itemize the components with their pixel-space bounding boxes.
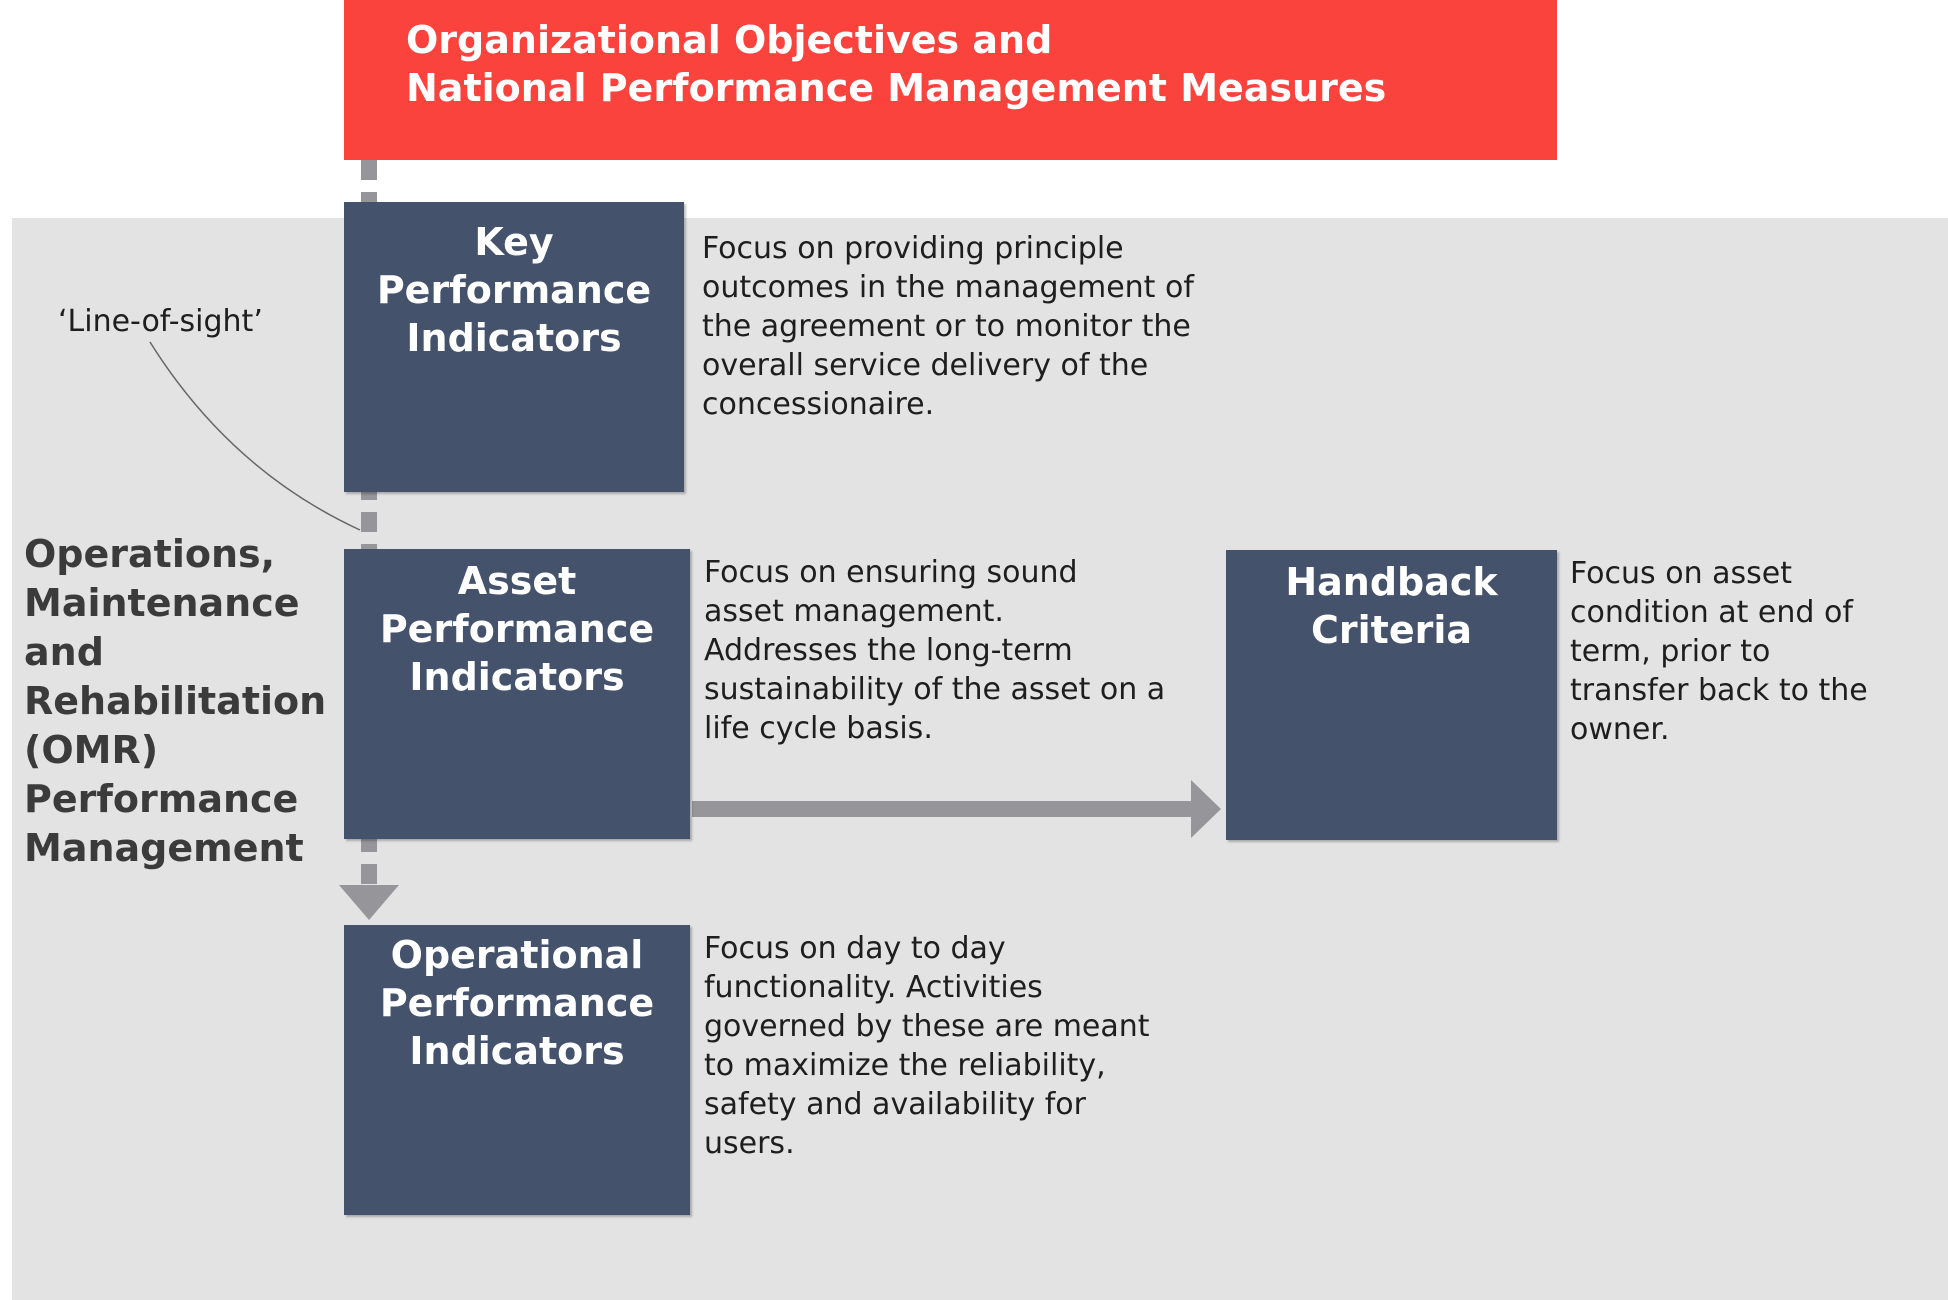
- kpi-description-line: Focus on providing principle: [702, 231, 1124, 266]
- handback-box: Handback Criteria: [1226, 550, 1557, 840]
- api-description-line: Addresses the long-term: [704, 633, 1073, 668]
- kpi-title-line: Indicators: [406, 316, 622, 360]
- line-of-sight-leader: [149, 341, 361, 531]
- handback-title-line: Handback: [1285, 560, 1498, 604]
- handback-title-line: Criteria: [1311, 608, 1472, 652]
- handback-title: Handback Criteria: [1226, 558, 1557, 654]
- header-title-line-2: National Performance Management Measures: [406, 66, 1387, 110]
- api-description-line: sustainability of the asset on a: [704, 672, 1166, 707]
- opi-description: Focus on day to day functionality. Activ…: [704, 929, 1150, 1163]
- opi-description-line: safety and availability for: [704, 1087, 1086, 1122]
- opi-description-line: Focus on day to day: [704, 931, 1006, 966]
- api-title-line: Asset: [457, 559, 577, 603]
- handback-description-line: owner.: [1570, 712, 1670, 747]
- kpi-title: Key Performance Indicators: [344, 218, 684, 362]
- opi-description-line: governed by these are meant: [704, 1009, 1150, 1044]
- opi-description-line: to maximize the reliability,: [704, 1048, 1106, 1083]
- omr-panel: [12, 218, 1948, 1300]
- line-of-sight-label: ‘Line-of-sight’: [58, 304, 263, 339]
- opi-title-line: Operational: [390, 933, 644, 977]
- opi-title-line: Performance: [379, 981, 655, 1025]
- handback-description-line: Focus on asset: [1570, 556, 1792, 591]
- kpi-description-line: overall service delivery of the: [702, 348, 1149, 383]
- side-label-line: Performance: [24, 777, 299, 821]
- api-description-line: asset management.: [704, 594, 1004, 629]
- opi-description-line: functionality. Activities: [704, 970, 1043, 1005]
- side-label-line: Management: [24, 826, 304, 870]
- side-label-line: Operations,: [24, 532, 276, 576]
- handback-description-line: condition at end of: [1570, 595, 1853, 630]
- opi-title: Operational Performance Indicators: [344, 931, 690, 1075]
- omr-performance-management-label: Operations, Maintenance and Rehabilitati…: [24, 530, 326, 873]
- kpi-description: Focus on providing principle outcomes in…: [702, 229, 1194, 424]
- handback-description-line: transfer back to the: [1570, 673, 1868, 708]
- kpi-title-line: Key: [474, 220, 554, 264]
- opi-title-line: Indicators: [409, 1029, 625, 1073]
- kpi-description-line: concessionaire.: [702, 387, 935, 422]
- opi-description-line: users.: [704, 1126, 795, 1161]
- handback-description-line: term, prior to: [1570, 634, 1771, 669]
- handback-arrowhead: [1191, 780, 1221, 838]
- api-description-line: Focus on ensuring sound: [704, 555, 1078, 590]
- side-label-line: (OMR): [24, 728, 159, 772]
- kpi-box: Key Performance Indicators: [344, 202, 684, 492]
- api-description-line: life cycle basis.: [704, 711, 933, 746]
- api-title-line: Indicators: [409, 655, 625, 699]
- api-description: Focus on ensuring sound asset management…: [704, 553, 1165, 748]
- kpi-description-line: outcomes in the management of: [702, 270, 1194, 305]
- kpi-description-line: the agreement or to monitor the: [702, 309, 1191, 344]
- side-label-line: Rehabilitation: [24, 679, 327, 723]
- api-title-line: Performance: [379, 607, 655, 651]
- header-title-line-1: Organizational Objectives and: [406, 18, 1053, 62]
- api-box: Asset Performance Indicators: [344, 549, 690, 839]
- handback-arrow-shaft: [692, 801, 1192, 817]
- side-label-line: Maintenance: [24, 581, 300, 625]
- header-banner: Organizational Objectives and National P…: [344, 0, 1557, 160]
- side-label-line: and: [24, 630, 104, 674]
- api-title: Asset Performance Indicators: [344, 557, 690, 701]
- opi-box: Operational Performance Indicators: [344, 925, 690, 1215]
- kpi-title-line: Performance: [376, 268, 652, 312]
- line-of-sight-arrowhead: [339, 885, 399, 920]
- handback-description: Focus on asset condition at end of term,…: [1570, 554, 1868, 749]
